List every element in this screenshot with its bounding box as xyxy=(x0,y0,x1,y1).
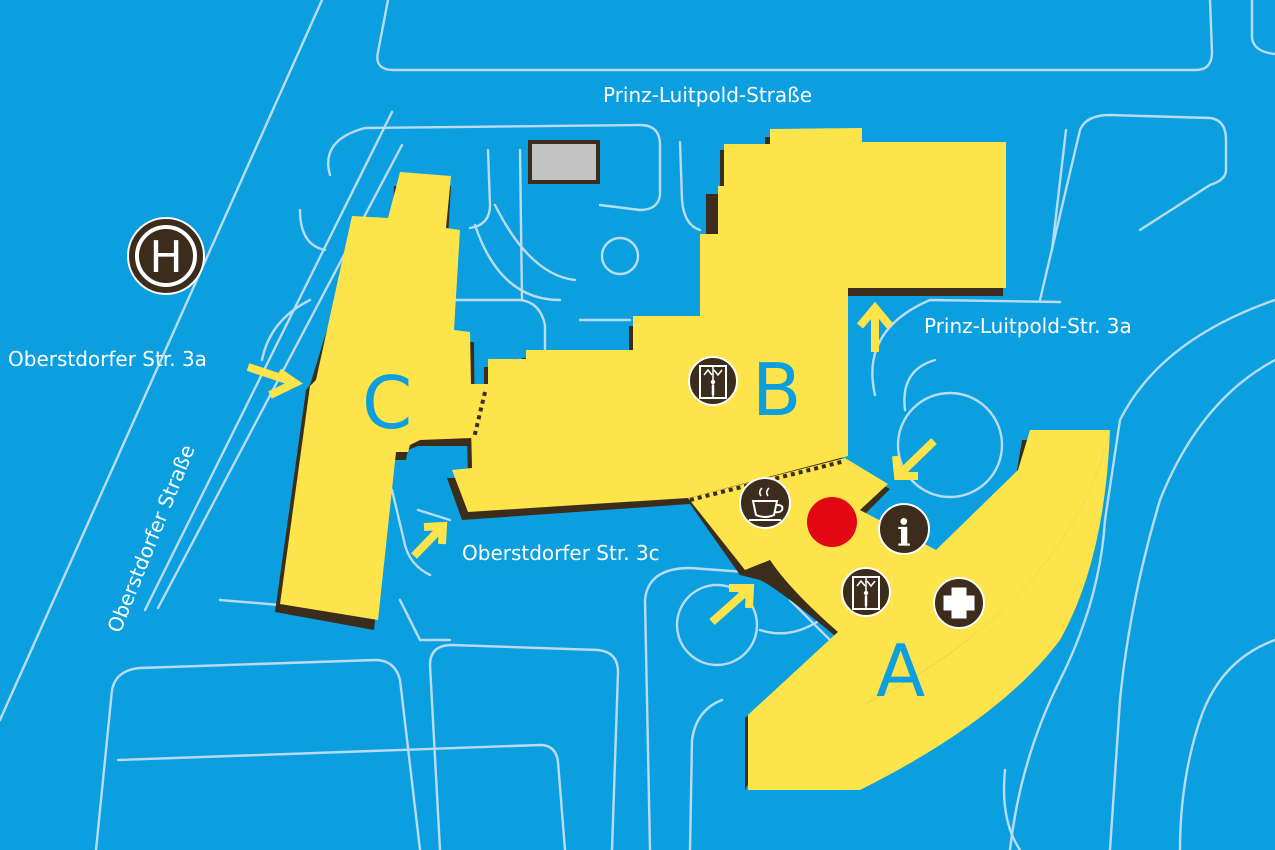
road-north-curve xyxy=(473,223,562,302)
roundabout-north xyxy=(600,236,640,276)
address-label-south: Oberstdorfer Str. 3c xyxy=(462,541,660,565)
road-roundabout-south xyxy=(643,566,747,850)
road-c-south3 xyxy=(398,598,452,642)
roundabout-east xyxy=(896,391,1004,499)
road-north-drive xyxy=(327,123,662,212)
elevator-icon xyxy=(841,567,891,617)
building-a xyxy=(688,430,1110,748)
road-mid-lot xyxy=(453,298,547,357)
arrow-info-entrance xyxy=(892,438,937,480)
roundabout-south xyxy=(675,583,759,667)
parking-garage xyxy=(528,140,600,184)
road-far-east2 xyxy=(1108,358,1275,850)
arrow-west-entrance xyxy=(246,363,303,399)
road-a-southeast xyxy=(1002,768,1022,850)
buildings xyxy=(280,128,1110,790)
address-label-east: Prinz-Luitpold-Str. 3a xyxy=(924,314,1132,338)
road-oberstdorfer-west xyxy=(0,0,324,722)
entrance-arrows xyxy=(246,301,937,625)
road-north-inner2 xyxy=(518,148,524,302)
road-oberstdorfer-east xyxy=(143,110,394,612)
road-roundabout-south2 xyxy=(688,698,724,850)
road-c-west2 xyxy=(260,298,312,362)
road-south-left xyxy=(94,658,422,850)
road-far-east xyxy=(1008,298,1275,850)
arrow-south-entrance xyxy=(411,521,448,559)
road-a-southwest2 xyxy=(788,598,832,642)
building-connectors xyxy=(472,391,846,502)
road-east-curve2 xyxy=(903,358,937,412)
road-south-mid xyxy=(428,643,620,850)
building-label-c: C xyxy=(362,361,412,445)
road-c-west3 xyxy=(218,598,282,607)
road-north-curve2 xyxy=(493,203,577,282)
road-northeast-block xyxy=(1250,0,1275,56)
road-northeast-lane xyxy=(1038,113,1228,302)
road-north-drive2 xyxy=(678,140,702,232)
helipad-icon: H xyxy=(127,217,205,295)
helipad-letter: H xyxy=(149,232,182,283)
arrow-east-entrance xyxy=(856,301,894,352)
street-label-prinz-luitpold: Prinz-Luitpold-Straße xyxy=(603,83,812,107)
connector-b-a xyxy=(689,459,846,502)
address-label-west: Oberstdorfer Str. 3a xyxy=(8,347,207,371)
road-east-curve xyxy=(871,298,1062,397)
building-b xyxy=(452,128,1006,512)
building-a-base xyxy=(748,632,870,790)
elevator-icon xyxy=(688,356,738,406)
road-c-south2 xyxy=(416,508,452,522)
first-aid-cross-icon xyxy=(933,577,985,629)
road-northeast-lane2 xyxy=(1050,128,1068,252)
road-c-south xyxy=(390,488,432,577)
info-icon: i xyxy=(878,503,930,555)
road-north-inner xyxy=(468,148,492,230)
road-north-block xyxy=(376,0,1214,72)
road-south-bottom xyxy=(116,743,567,850)
arrow-a-entrance xyxy=(709,584,755,625)
road-c-west xyxy=(298,208,327,252)
building-label-a: A xyxy=(876,629,925,713)
coffee-cup-icon xyxy=(739,477,791,529)
road-far-east3 xyxy=(1178,638,1275,850)
you-are-here-marker xyxy=(807,497,857,547)
building-label-b: B xyxy=(752,348,801,432)
building-c xyxy=(280,172,472,620)
info-letter: i xyxy=(897,513,911,555)
